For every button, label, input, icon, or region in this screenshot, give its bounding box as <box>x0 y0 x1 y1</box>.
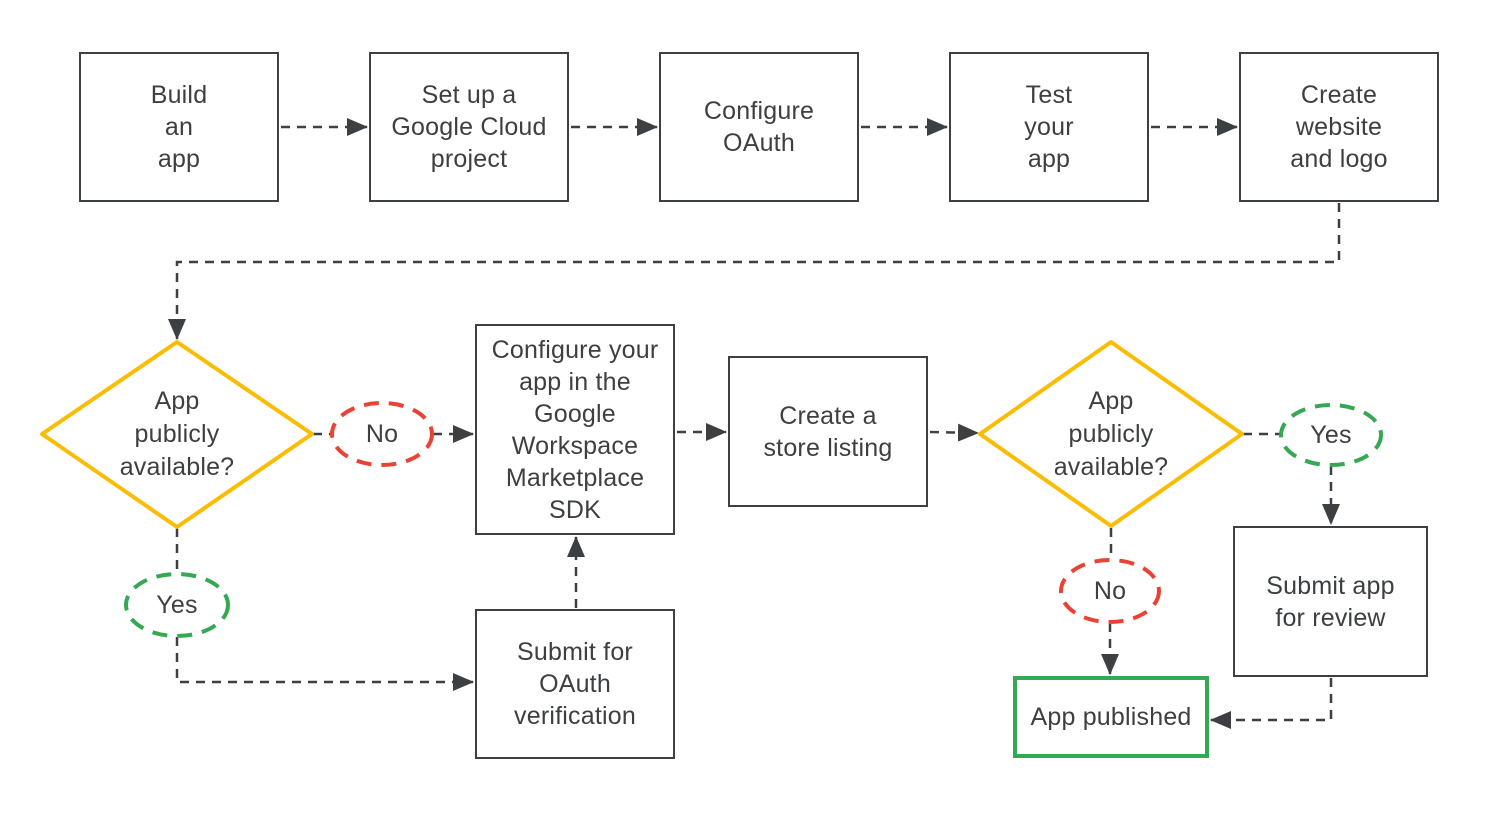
node-app-published: App published <box>1013 676 1209 758</box>
decision2-diamond <box>978 340 1244 528</box>
node-configure-marketplace-sdk: Configure your app in the Google Workspa… <box>475 324 675 535</box>
no1-badge <box>330 401 434 467</box>
node-create-store-listing: Create a store listing <box>728 356 928 507</box>
node-build-an-app: Build an app <box>79 52 279 202</box>
node-label: App published <box>1030 703 1192 731</box>
node-submit-oauth-verification: Submit for OAuth verification <box>475 609 675 759</box>
no2-badge <box>1059 558 1161 624</box>
node-label: Create a store listing <box>763 401 893 462</box>
node-configure-oauth: Configure OAuth <box>659 52 859 202</box>
arrow-yes1-to-verify <box>175 637 474 691</box>
node-label: Set up a Google Cloud project <box>391 81 547 173</box>
node-label: Build an app <box>150 81 208 173</box>
node-label: Test your app <box>1024 81 1074 173</box>
arrow-store-to-decision2 <box>929 423 979 442</box>
node-label: Submit app for review <box>1266 571 1395 632</box>
node-label: Submit for OAuth verification <box>514 638 636 730</box>
yes1-badge <box>124 572 230 638</box>
yes2-badge <box>1279 403 1383 467</box>
node-label: Create website and logo <box>1290 81 1388 173</box>
node-setup-google-cloud: Set up a Google Cloud project <box>369 52 569 202</box>
node-label: Configure your app in the Google Workspa… <box>491 335 659 524</box>
node-create-website-and-logo: Create website and logo <box>1239 52 1439 202</box>
node-submit-app-for-review: Submit app for review <box>1233 526 1428 677</box>
node-test-your-app: Test your app <box>949 52 1149 202</box>
node-label: Configure OAuth <box>703 97 815 157</box>
arrow-review-to-published <box>1210 678 1333 729</box>
decision1-diamond <box>40 340 314 529</box>
arrow-website-to-decision1 <box>168 203 1341 340</box>
